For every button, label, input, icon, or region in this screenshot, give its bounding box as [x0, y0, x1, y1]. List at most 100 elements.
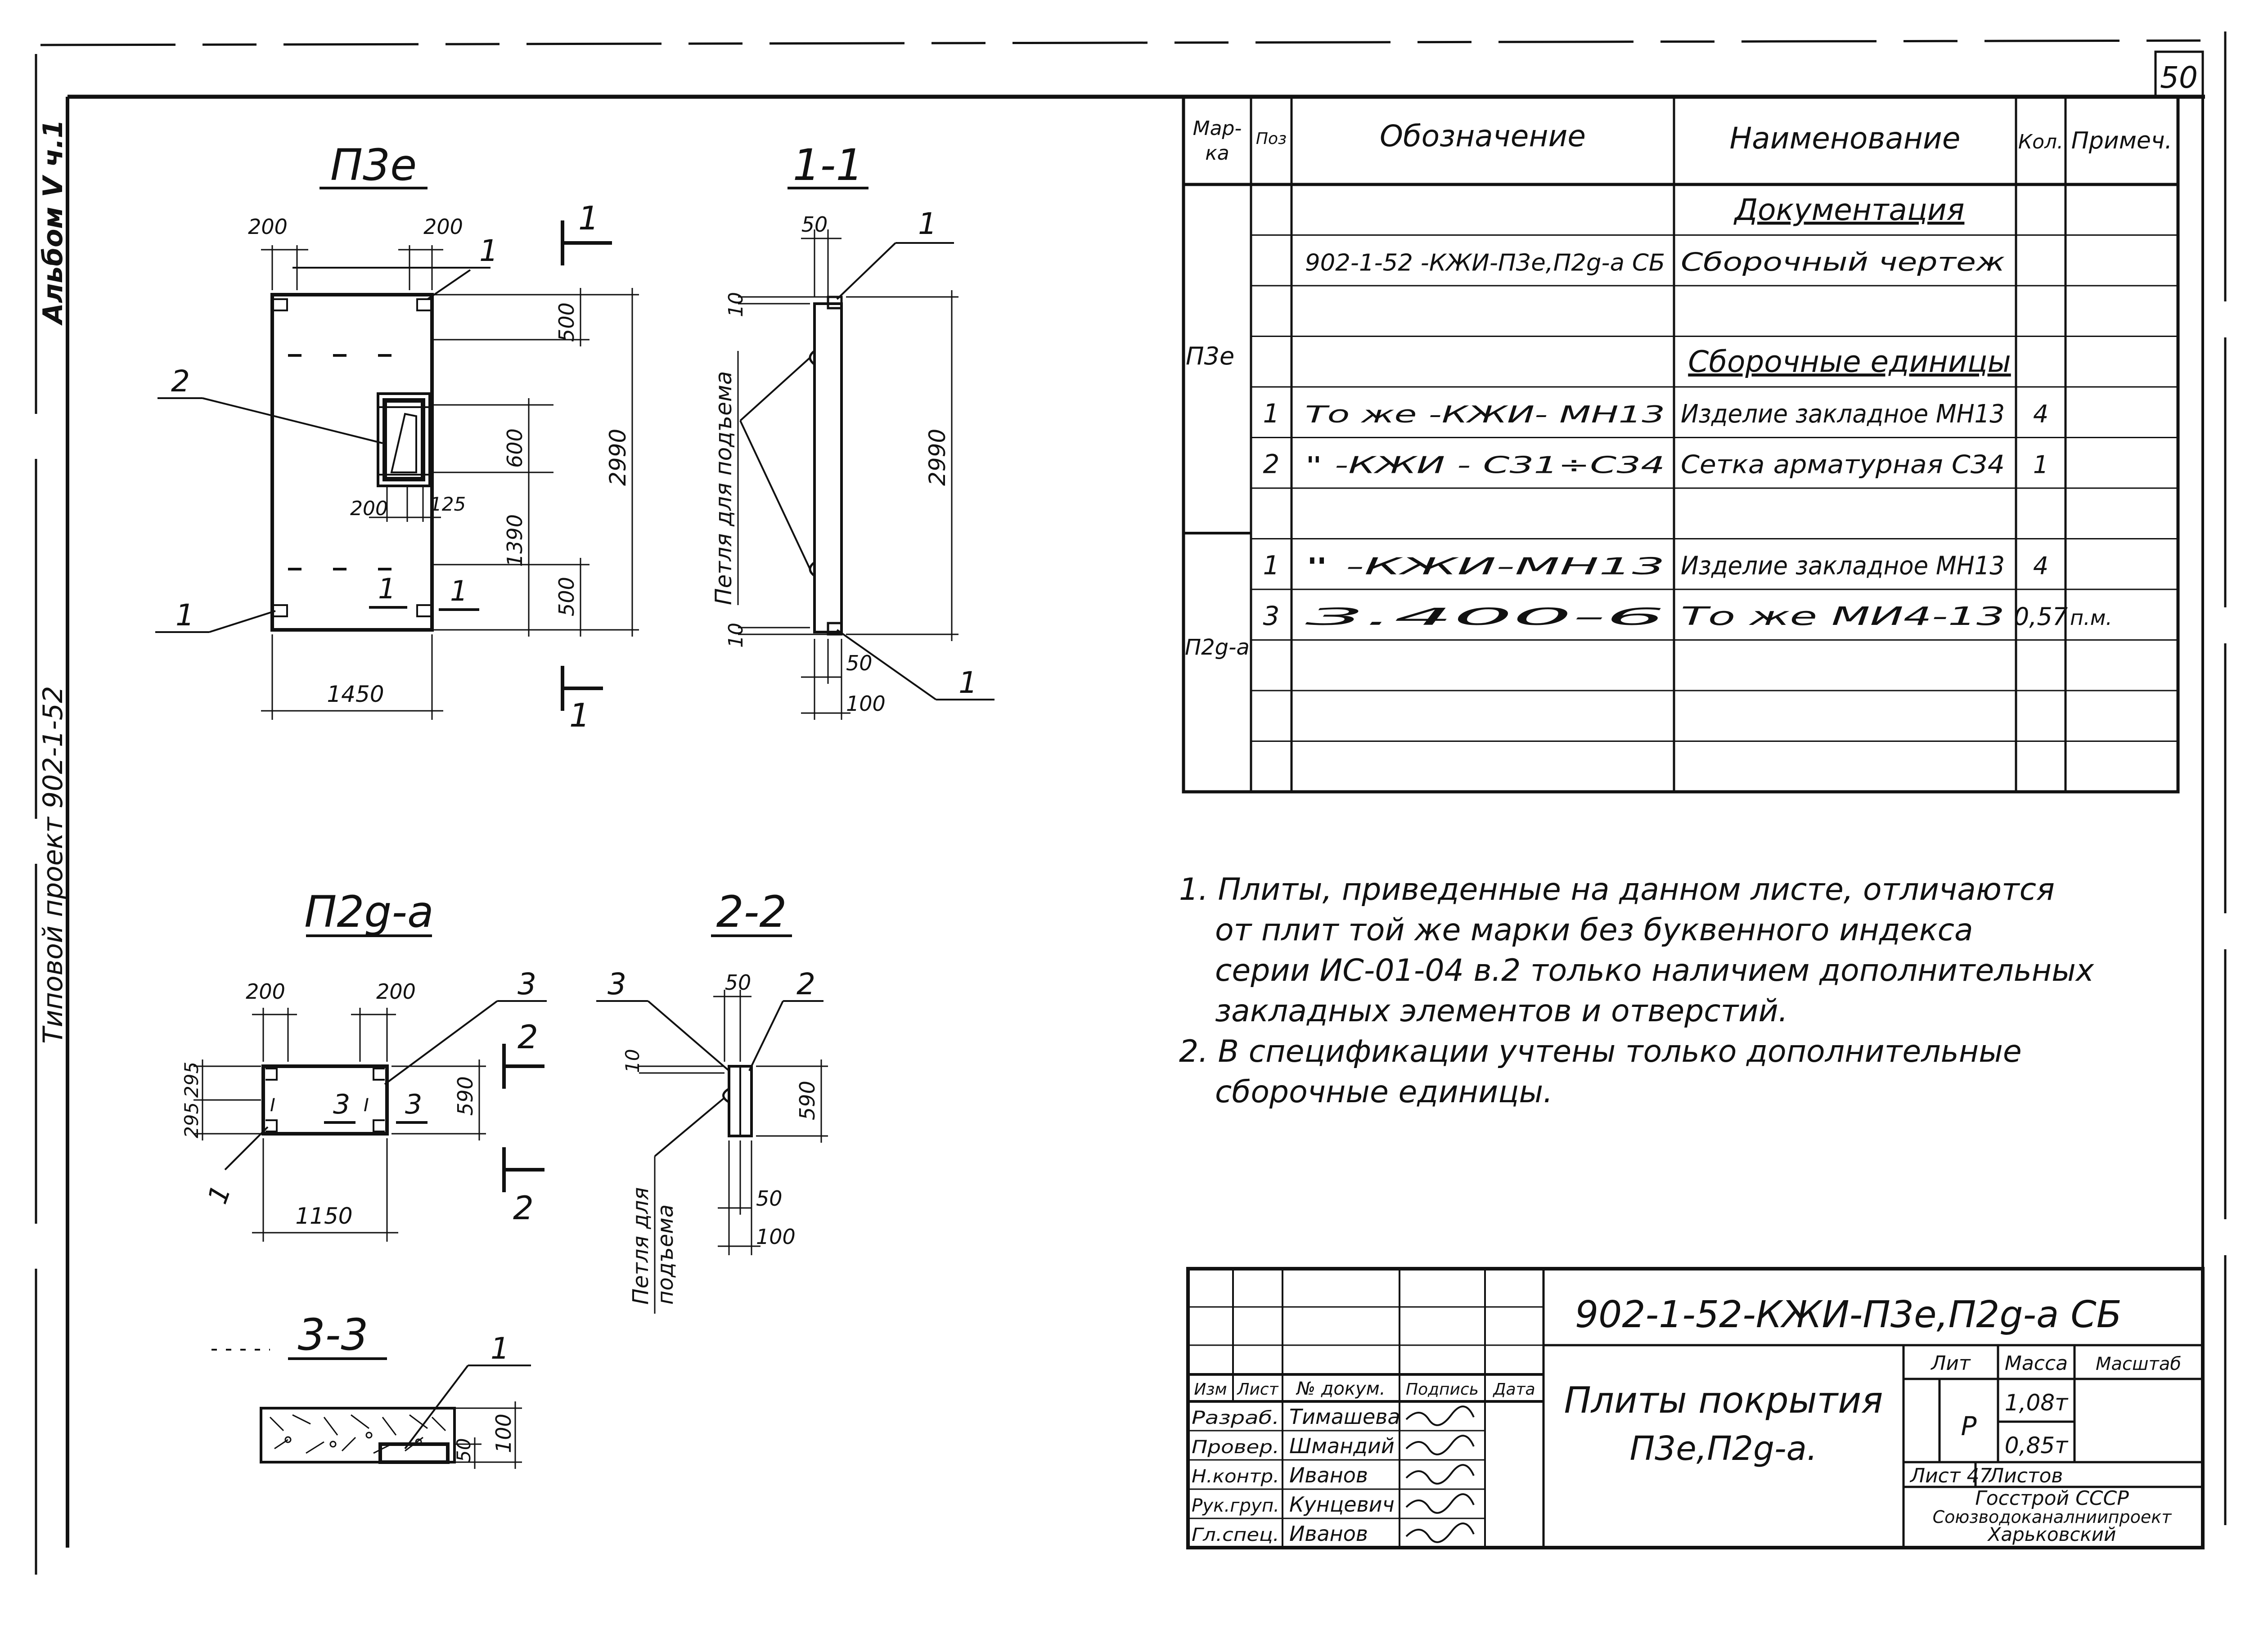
- dim-50-sec11: 50: [801, 212, 828, 237]
- tb-person-name: Тимашева: [1289, 1405, 1400, 1429]
- tb-signature: [1405, 1522, 1475, 1543]
- dim-right: [432, 288, 639, 637]
- spec-row-designation: 3.400-6: [1305, 604, 1665, 631]
- note-line: сборочные единицы.: [1215, 1074, 1553, 1110]
- dim-100-sec33: 100: [491, 1414, 516, 1453]
- dim-100-sec22: 100: [756, 1225, 796, 1249]
- spec-row-note: п.м.: [2070, 606, 2112, 630]
- view-p2ga: П2g-a I I 3 3 200 200 295 295 590: [180, 887, 547, 1242]
- dim-200-right-p2ga: 200: [376, 979, 416, 1004]
- view-title-3-3: 3-3: [298, 1310, 369, 1360]
- spec-section-heading: Сборочные единицы: [1688, 344, 2011, 379]
- note-line: 2. В спецификации учтены только дополнит…: [1179, 1034, 2022, 1069]
- dim-600: 600: [503, 428, 527, 468]
- pos-1-sec33: 1: [490, 1331, 509, 1366]
- tb-org-1: Госстрой СССР: [1975, 1487, 2129, 1510]
- dim-10-bottom-sec11: 10: [724, 623, 747, 648]
- dim-sec11: [738, 229, 958, 720]
- tb-header-date: Дата: [1492, 1380, 1535, 1399]
- tb-role: Провер.: [1192, 1437, 1279, 1458]
- pos-1-left: 1: [176, 598, 194, 633]
- section-slab-3-3: [260, 1407, 456, 1463]
- notes: 1. Плиты, приведенные на данном листе, о…: [1179, 872, 2094, 1110]
- dim-p2ga: [194, 1008, 486, 1242]
- tb-signature: [1405, 1405, 1475, 1426]
- lifting-loop-label-sec11: Петля для подъема: [711, 371, 737, 605]
- spec-row-name: Изделие закладное МН13: [1681, 400, 2005, 429]
- tb-signature: [1405, 1464, 1475, 1485]
- spec-row-name: Изделие закладное МН13: [1681, 551, 2005, 580]
- tb-header-sign: Подпись: [1406, 1380, 1479, 1399]
- mark-i-left: I: [270, 1095, 275, 1116]
- dim-500-top: 500: [554, 302, 579, 342]
- spec-row-qty: 0,57: [2014, 602, 2068, 631]
- embedded-items-p2ga: [266, 1068, 385, 1132]
- spec-row-designation: " -КЖИ-МН13: [1305, 553, 1665, 580]
- pos-1-p2ga: 1: [202, 1181, 237, 1208]
- section-cut-2-top: 2: [518, 1018, 538, 1056]
- note-line: от плит той же марки без буквенного инде…: [1215, 912, 1973, 948]
- tb-header-list: Лист: [1236, 1380, 1278, 1399]
- tb-role: Разраб.: [1192, 1408, 1279, 1428]
- pos-3-inner: 3: [333, 1089, 350, 1120]
- dim-2990-sec11: 2990: [924, 429, 950, 486]
- view-title-2-2: 2-2: [716, 887, 787, 937]
- title-line-2: П3е,П2g-а.: [1629, 1429, 1817, 1468]
- spec-row-qty: 1: [2033, 450, 2048, 479]
- tb-mass-2: 0,85т: [2005, 1432, 2069, 1459]
- pos-2-label: 2: [171, 364, 190, 399]
- spec-section-heading: Документация: [1733, 193, 1965, 227]
- pos-1-sec11-top: 1: [918, 206, 937, 241]
- spec-row-pos: 1: [1263, 398, 1280, 429]
- dim-top: [261, 245, 490, 290]
- section-slab-1-1: [813, 302, 843, 633]
- dim-200-opening: 200: [350, 497, 388, 520]
- spec-row-qty: 4: [2033, 400, 2048, 428]
- note-line: 1. Плиты, приведенные на данном листе, о…: [1179, 872, 2055, 907]
- dim-590-sec22: 590: [795, 1081, 819, 1120]
- page-number: 50: [2160, 60, 2198, 95]
- tb-header-izm: Изм: [1194, 1380, 1227, 1399]
- spec-row-designation: " -КЖИ - С31÷С34: [1305, 452, 1665, 479]
- tb-mass-1: 1,08т: [2005, 1390, 2069, 1416]
- side-project-label: Типовой проект 902-1-52: [37, 686, 69, 1044]
- note-line: серии ИС-01-04 в.2 только наличием допол…: [1215, 953, 2094, 988]
- spec-table: Мар- ка Поз Обозначение Наименование Кол…: [1182, 95, 2180, 794]
- section-mark-2: [502, 1044, 544, 1192]
- mark-i-right: I: [364, 1095, 369, 1116]
- pos-3-sec22: 3: [608, 967, 626, 1001]
- opening-with-mesh: [377, 392, 432, 487]
- spec-mark-p2ga: П2g-a: [1185, 635, 1250, 660]
- spec-row-name: Сетка арматурная С34: [1681, 450, 2005, 479]
- tb-role: Н.контр.: [1192, 1466, 1279, 1487]
- view-p3e: П3е 200 200 1: [155, 140, 639, 734]
- tb-org-3: Харьковский: [1987, 1523, 2116, 1545]
- dim-2990: 2990: [605, 429, 631, 486]
- spec-header-qty: Кол.: [2018, 130, 2063, 153]
- pos-3-top: 3: [518, 967, 536, 1001]
- spec-row-pos: 1: [1263, 550, 1280, 580]
- dim-50-sec33: 50: [453, 1438, 475, 1462]
- tb-person-name: Иванов: [1289, 1463, 1368, 1487]
- tb-sheet-label: Лист 47: [1909, 1464, 1992, 1487]
- spec-row-qty: 4: [2033, 552, 2048, 580]
- dim-50-bottom-sec22: 50: [756, 1186, 783, 1211]
- dim-125: 125: [430, 493, 466, 515]
- tb-lit-label: Лит: [1930, 1352, 1971, 1375]
- tb-signature: [1405, 1435, 1475, 1455]
- lifting-loop-label-2-b: подъема: [653, 1204, 678, 1305]
- tb-lit-value: Р: [1961, 1411, 1977, 1441]
- dim-590-p2ga: 590: [453, 1076, 477, 1116]
- tb-role: Гл.спец.: [1192, 1525, 1279, 1545]
- tb-person-name: Кунцевич: [1289, 1492, 1395, 1517]
- view-section-1-1: 1-1 50 10 10 2990 50 100 1 1 Петля дл: [711, 140, 994, 720]
- dim-sec22: [639, 990, 828, 1255]
- pos-1-outer: 1: [450, 575, 468, 607]
- dim-bottom: [261, 634, 443, 720]
- dim-1390: 1390: [503, 514, 527, 567]
- view-section-2-2: 2-2 50 10 590 50 100 3 2 Петля для подъе…: [596, 887, 828, 1314]
- lifting-loop-label-2-a: Петля для: [628, 1187, 653, 1305]
- dim-10-top-sec11: 10: [724, 292, 747, 317]
- dim-50-bottom-sec11: 50: [846, 651, 873, 675]
- pos-3-outer: 3: [405, 1089, 422, 1120]
